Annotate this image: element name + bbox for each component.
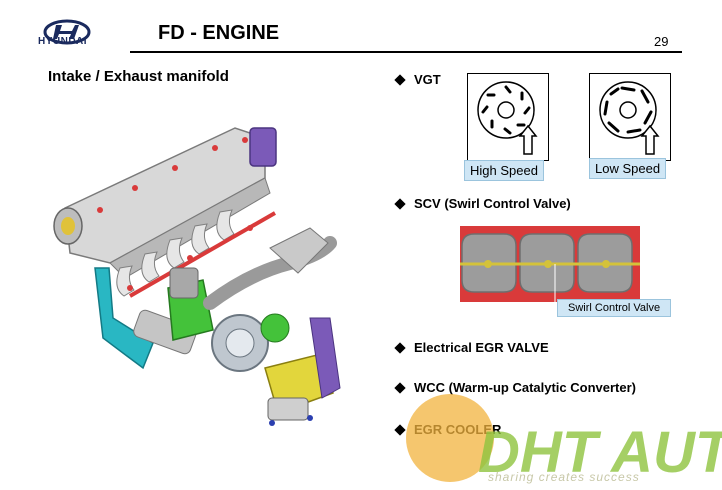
header-divider	[130, 51, 682, 53]
bullet-egr-valve: Electrical EGR VALVE	[394, 340, 549, 355]
bullet-egr-cooler: EGR COOLER	[394, 422, 502, 437]
bullet-diamond-icon	[394, 381, 406, 394]
turbine-vanes-closed-icon	[599, 81, 660, 155]
hyundai-logo	[43, 19, 91, 45]
vgt-high-speed-diagram	[467, 73, 549, 161]
section-subtitle: Intake / Exhaust manifold	[48, 68, 229, 85]
bullet-diamond-icon	[394, 423, 406, 436]
bullet-wcc: WCC (Warm-up Catalytic Converter)	[394, 380, 636, 395]
bullet-text: VGT	[414, 72, 441, 87]
bullet-text: SCV (Swirl Control Valve)	[414, 196, 571, 211]
bullet-diamond-icon	[394, 73, 406, 86]
bullet-text: Electrical EGR VALVE	[414, 340, 549, 355]
bullet-vgt: VGT	[394, 72, 441, 87]
bullet-diamond-icon	[394, 197, 406, 210]
page-title: FD - ENGINE	[158, 22, 280, 44]
swirl-control-valve-callout: Swirl Control Valve	[557, 299, 672, 317]
high-speed-label: High Speed	[464, 160, 544, 181]
turbine-vanes-open-icon	[477, 81, 538, 155]
vgt-low-speed-diagram	[589, 73, 671, 161]
bullet-scv: SCV (Swirl Control Valve)	[394, 196, 571, 211]
page-number: 29	[654, 34, 669, 49]
bullet-text: EGR COOLER	[414, 422, 502, 437]
intake-exhaust-manifold-illustration	[53, 127, 341, 426]
brand-name: HYUNDAI	[38, 36, 88, 47]
bullet-diamond-icon	[394, 341, 406, 354]
swirl-control-valve-photo	[460, 226, 640, 302]
low-speed-label: Low Speed	[589, 158, 667, 179]
actuator	[249, 127, 277, 167]
bullet-text: WCC (Warm-up Catalytic Converter)	[414, 380, 636, 395]
watermark-tagline: sharing creates success	[488, 470, 640, 484]
